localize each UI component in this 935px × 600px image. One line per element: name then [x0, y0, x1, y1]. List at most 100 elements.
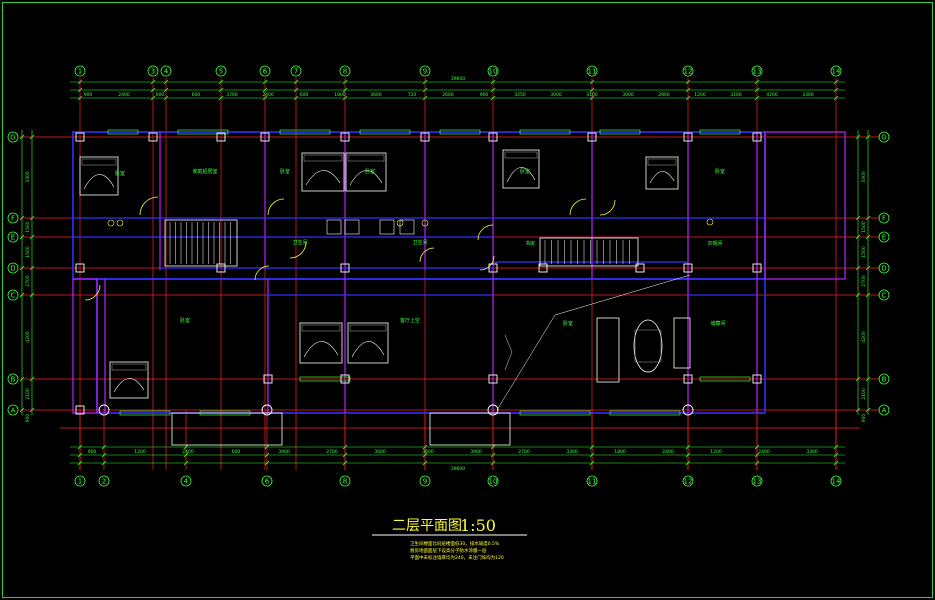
bed-5-blanket: [649, 171, 675, 184]
column-square: [538, 263, 548, 273]
toilet-0: [107, 219, 115, 227]
dim-tick: [293, 87, 299, 93]
dim-tick: [490, 460, 496, 466]
axis-bubble-top-3: 3: [147, 65, 159, 77]
axis-bubble-right-A-circle: [878, 404, 890, 416]
dim-tick: [490, 444, 496, 450]
room-label-bedroom_7: 卧室: [563, 320, 573, 327]
dim-tick: [855, 292, 861, 298]
dim-tick: [865, 134, 871, 140]
dim-bottom-14: 2400: [758, 449, 770, 455]
axis-bubble-top-6: 6: [259, 65, 271, 77]
stair-west: [164, 219, 238, 267]
living-pointer-shape: [504, 334, 513, 371]
window-9: [199, 410, 251, 416]
door-swing-5: [569, 198, 587, 216]
dim-tick: [342, 452, 348, 458]
sofa-set: [596, 317, 691, 383]
axis-bubble-right-F-circle: [878, 212, 890, 224]
axis-bubble-left-B-label: B: [11, 376, 16, 384]
window-8: [119, 410, 171, 416]
dim-tick: [422, 452, 428, 458]
dim-tick: [19, 265, 25, 271]
dim-tick: [183, 444, 189, 450]
axis-bubble-right-G-label: G: [881, 134, 886, 142]
bed-2-blanket: [305, 170, 341, 186]
bed-4-frame: [502, 149, 540, 189]
window-11: [519, 410, 591, 416]
dim-tick: [183, 452, 189, 458]
dim-bottom-6: 3600: [374, 449, 386, 455]
dim-tick: [865, 407, 871, 413]
stair-east: [539, 237, 639, 267]
drawing-title: 二层平面图: [392, 518, 462, 534]
dim-tick: [754, 444, 760, 450]
axis-bubble-bottom-14: 14: [830, 475, 842, 487]
axis-bubble-top-5-label: 5: [219, 68, 223, 76]
dim-left-1: 1500: [25, 221, 31, 233]
column-square: [488, 263, 498, 273]
axis-bubble-left-G-label: G: [10, 134, 15, 142]
dim-tick: [29, 134, 35, 140]
bed-5-pillow: [647, 158, 677, 166]
window-0: [107, 129, 139, 135]
bed-8-blanket: [113, 378, 145, 393]
room-label-bath_2: 卫生间: [412, 239, 427, 246]
dim-tick: [342, 87, 348, 93]
note-line-3: 平面中未标注墙厚均为240，未注门垛均为120: [410, 554, 504, 561]
column-square: [75, 263, 85, 273]
column-square: [587, 132, 597, 142]
dim-top-12: 3250: [514, 92, 526, 98]
dim-tick: [685, 95, 691, 101]
axis-bubble-right-G: G: [878, 131, 890, 143]
wash-basin-1: [344, 219, 360, 235]
dim-tick: [19, 234, 25, 240]
dim-top-3: 600: [192, 92, 201, 98]
axis-bubble-bottom-8: 8: [339, 475, 351, 487]
window-1: [177, 129, 229, 135]
room-label-bedroom_6: 卧室: [180, 317, 190, 324]
bed-3-blanket: [349, 170, 383, 186]
axis-bubble-top-6-label: 6: [263, 68, 268, 76]
column-round: [682, 404, 694, 416]
axis-bubble-bottom-6-label: 6: [265, 478, 270, 486]
axis-bubble-right-E-circle: [878, 231, 890, 243]
dim-top-11: 900: [480, 92, 489, 98]
columns: [75, 132, 762, 416]
bed-4-blanket: [506, 167, 536, 183]
living-leader-line-1: [496, 314, 556, 411]
dim-top-19: 4700: [766, 92, 778, 98]
dim-tick: [163, 87, 169, 93]
column-round: [98, 404, 110, 416]
axis-bubble-bottom-11-label: 11: [588, 478, 597, 486]
bed-7-pillow: [349, 324, 387, 332]
bed-5: [645, 156, 679, 190]
dim-tick: [865, 234, 871, 240]
axis-bubble-top-10-circle: [487, 65, 499, 77]
axis-bubble-top-3-label: 3: [151, 68, 155, 76]
title-block: 二层平面图 1:50 卫生间楼面比同层楼面低30，排水坡度0.5% 厨房地面面层…: [372, 516, 527, 561]
bed-1: [79, 156, 119, 196]
axis-bubble-right-B-circle: [878, 373, 890, 385]
dim-tick: [19, 292, 25, 298]
dim-bottom-8: 3900: [470, 449, 482, 455]
axis-bubble-top-5: 5: [215, 65, 227, 77]
axis-bubble-top-8-circle: [339, 65, 351, 77]
dim-tick: [422, 444, 428, 450]
bed-3-frame: [345, 152, 387, 192]
door-swing-6: [599, 199, 616, 216]
drawing-scale: 1:50: [460, 516, 496, 535]
room-label-bath_1: 卫生间: [292, 239, 307, 246]
dim-top-7: 1800: [334, 92, 346, 98]
bed-6: [299, 322, 343, 364]
axis-bubble-top-14-circle: [830, 65, 842, 77]
window-6: [599, 129, 641, 135]
dim-tick: [855, 234, 861, 240]
column-square: [75, 132, 85, 142]
dim-tick: [29, 292, 35, 298]
dim-tick: [264, 444, 270, 450]
column-round: [261, 404, 273, 416]
balcony-0: [171, 412, 283, 446]
